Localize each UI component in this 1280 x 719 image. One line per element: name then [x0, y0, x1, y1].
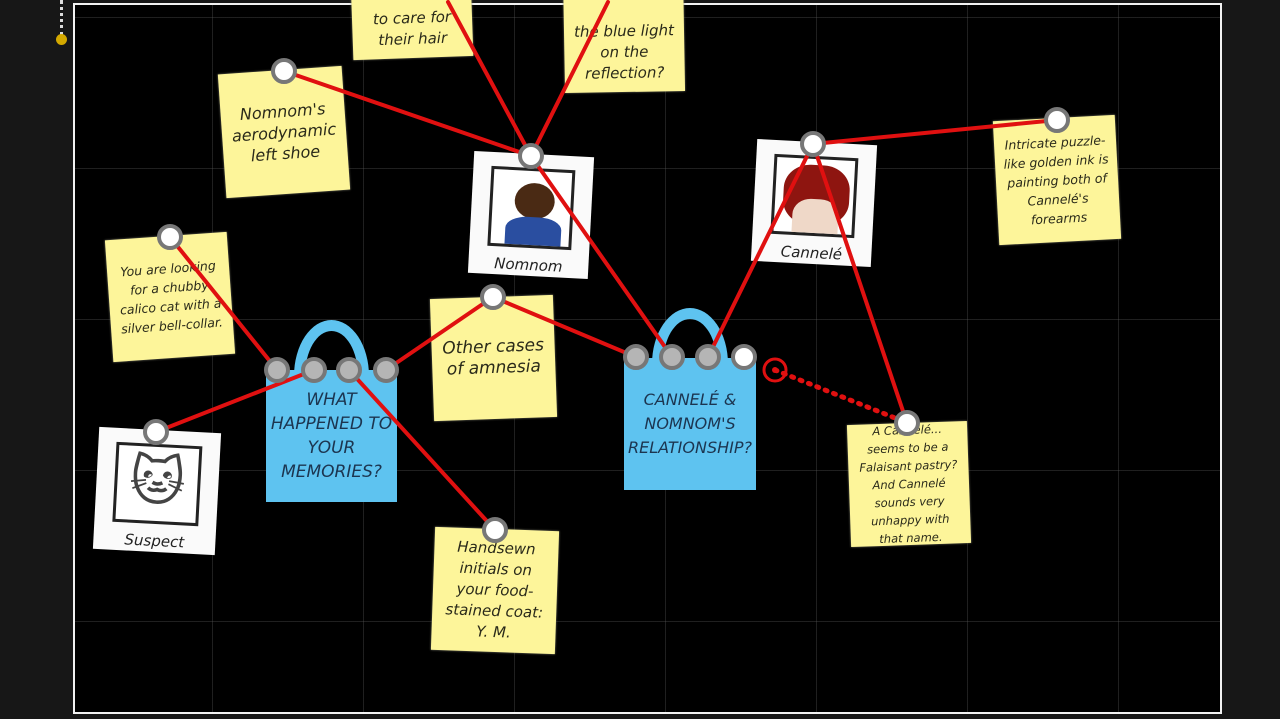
bag-pin[interactable] — [695, 344, 721, 370]
bag-label: WHAT HAPPENED TO YOUR MEMORIES? — [266, 370, 397, 502]
note-initials[interactable]: Handsewn initials on your food-stained c… — [430, 526, 560, 655]
bag-pin[interactable] — [301, 357, 327, 383]
question-bag-relationship[interactable]: CANNELÉ & NOMNOM'S RELATIONSHIP? — [624, 308, 756, 490]
note-pastry[interactable]: A Cannelé... seems to be a Falaisant pas… — [846, 420, 972, 548]
pin[interactable] — [800, 131, 826, 157]
photo-caption: Suspect — [124, 530, 185, 552]
question-bag-memories[interactable]: WHAT HAPPENED TO YOUR MEMORIES? — [266, 320, 397, 502]
note-cat[interactable]: You are looking for a chubby calico cat … — [104, 231, 236, 363]
photo-caption: Nomnom — [493, 254, 563, 276]
bag-pin-empty[interactable] — [731, 344, 757, 370]
cannele-portrait — [770, 153, 859, 239]
pin[interactable] — [157, 224, 183, 250]
bag-pin[interactable] — [373, 357, 399, 383]
pin[interactable] — [482, 517, 508, 543]
pin[interactable] — [271, 58, 297, 84]
bag-pin[interactable] — [659, 344, 685, 370]
note-blue-light[interactable]: the blue light on the reflection? — [562, 0, 686, 94]
pull-cord-knob[interactable] — [56, 34, 67, 45]
bag-pin[interactable] — [264, 357, 290, 383]
note-amnesia[interactable]: Other cases of amnesia — [429, 294, 558, 422]
pin[interactable] — [894, 410, 920, 436]
pin[interactable] — [518, 143, 544, 169]
bag-label: CANNELÉ & NOMNOM'S RELATIONSHIP? — [624, 358, 756, 490]
cat-portrait-icon: 🐱 — [112, 441, 203, 527]
pin[interactable] — [1044, 107, 1070, 133]
pull-cord[interactable] — [60, 0, 67, 36]
note-hair[interactable]: to care for their hair — [350, 0, 474, 61]
photo-cannele[interactable]: Cannelé — [750, 138, 878, 268]
note-ink[interactable]: Intricate puzzle-like golden ink is pain… — [992, 114, 1122, 246]
bag-pin[interactable] — [336, 357, 362, 383]
nomnom-portrait — [487, 165, 576, 251]
photo-caption: Cannelé — [780, 242, 843, 264]
pin[interactable] — [480, 284, 506, 310]
pin[interactable] — [143, 419, 169, 445]
note-shoe[interactable]: Nomnom's aerodynamic left shoe — [217, 65, 351, 199]
bag-pin[interactable] — [623, 344, 649, 370]
photo-suspect[interactable]: 🐱 Suspect — [92, 426, 222, 556]
bag-handle — [294, 320, 369, 400]
photo-nomnom[interactable]: Nomnom — [467, 150, 595, 280]
